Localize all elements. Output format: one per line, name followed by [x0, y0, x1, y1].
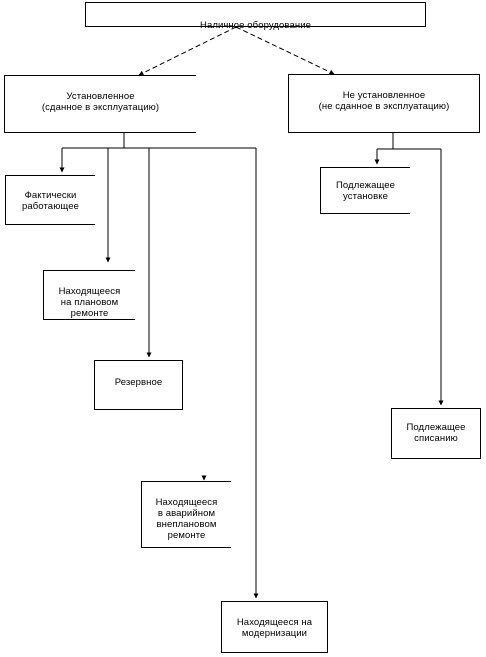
node-installed: Установленное (сданное в эксплуатацию) — [4, 75, 196, 133]
node-emergency-repair-label: Находящееся в аварийном внеплановом ремо… — [155, 497, 218, 541]
node-to-install-label: Подлежащее установке — [335, 180, 396, 202]
node-not-installed: Не установленное (не сданное в эксплуата… — [288, 74, 480, 133]
node-reserve-label: Резервное — [114, 377, 163, 388]
node-working-label: Фактически работающее — [21, 190, 79, 212]
node-not-installed-label: Не установленное (не сданное в эксплуата… — [318, 90, 450, 112]
node-modernization-label: Находящееся на модернизации — [236, 617, 313, 639]
node-reserve: Резервное — [94, 360, 183, 410]
node-to-write-off-label: Подлежащее списанию — [406, 422, 466, 444]
node-planned-repair: Находящееся на плановом ремонте — [43, 270, 135, 320]
node-to-write-off: Подлежащее списанию — [391, 408, 481, 459]
root-node-label: Наличное оборудование — [199, 20, 311, 31]
node-installed-label: Установленное (сданное в эксплуатацию) — [41, 91, 160, 113]
node-to-install: Подлежащее установке — [320, 167, 410, 214]
node-emergency-repair: Находящееся в аварийном внеплановом ремо… — [141, 481, 231, 548]
node-modernization: Находящееся на модернизации — [221, 601, 328, 653]
node-planned-repair-label: Находящееся на плановом ремонте — [58, 286, 121, 319]
root-node-equipment: Наличное оборудование — [85, 2, 426, 31]
dashed-arrow-to-installed — [138, 26, 237, 76]
dashed-arrow-to-not-installed — [235, 26, 335, 75]
node-working: Фактически работающее — [5, 175, 95, 225]
